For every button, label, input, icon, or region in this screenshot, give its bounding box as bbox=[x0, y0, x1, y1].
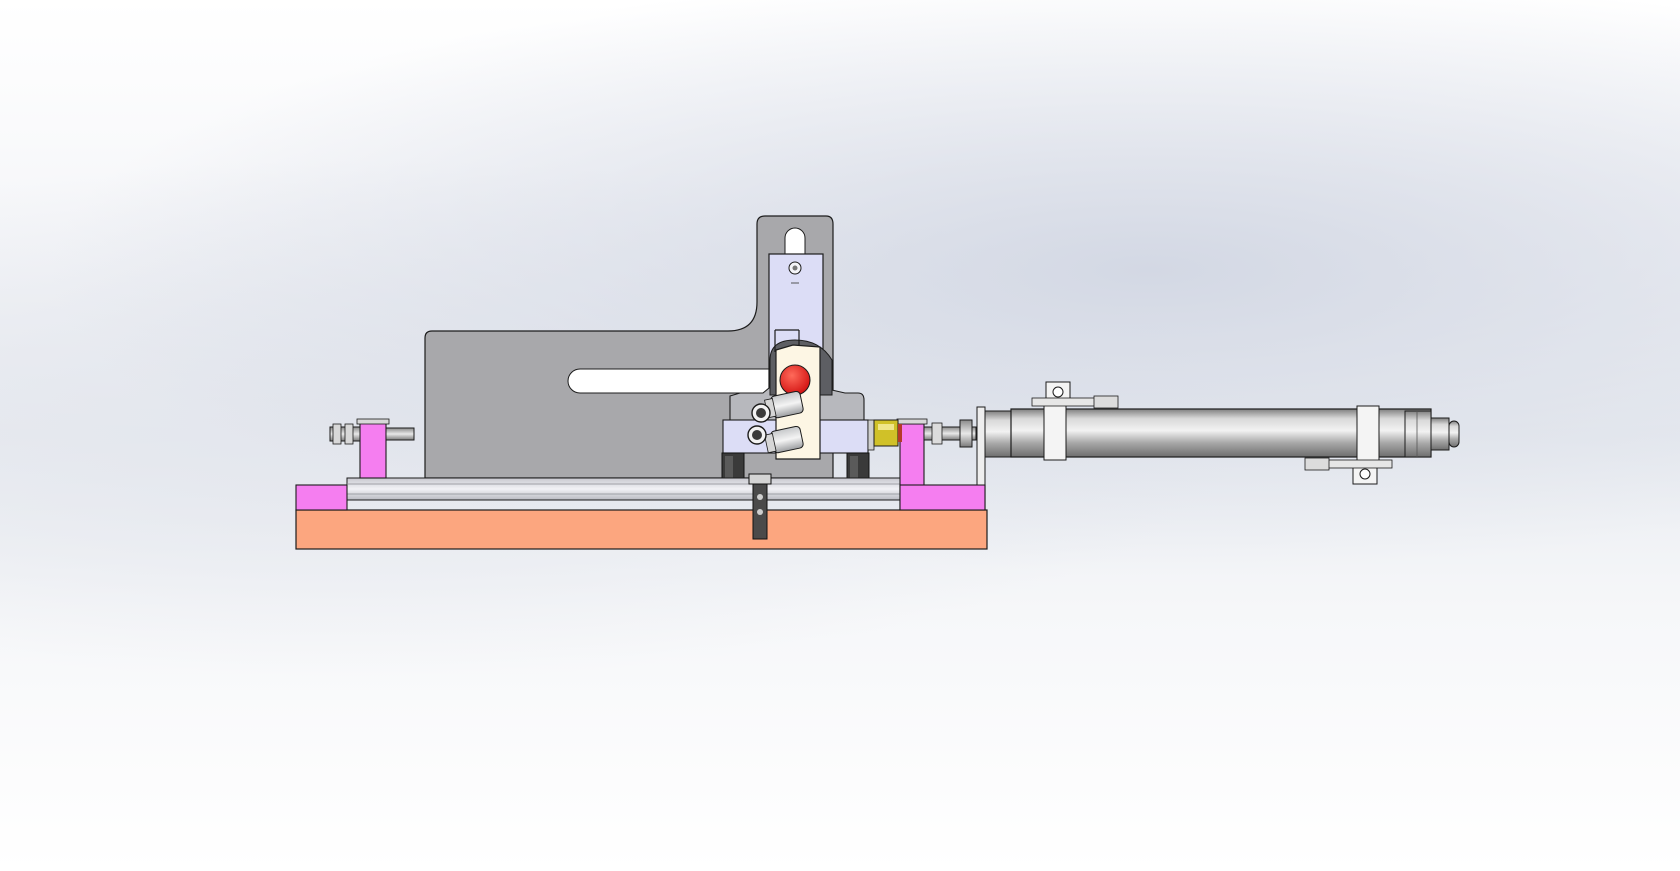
cylinder-mount-clamp-rear[interactable] bbox=[1304, 405, 1393, 485]
right-end-block[interactable] bbox=[896, 406, 986, 511]
guide-rail[interactable] bbox=[346, 477, 901, 501]
base-plate[interactable] bbox=[295, 509, 988, 550]
air-fittings[interactable] bbox=[747, 390, 804, 455]
rod-coupling[interactable] bbox=[867, 419, 977, 451]
lock-bolt[interactable] bbox=[748, 473, 772, 540]
cylinder-mount-clamp-front[interactable] bbox=[1031, 381, 1119, 461]
indicator-knob[interactable] bbox=[779, 364, 811, 396]
left-end-block[interactable] bbox=[295, 418, 415, 511]
